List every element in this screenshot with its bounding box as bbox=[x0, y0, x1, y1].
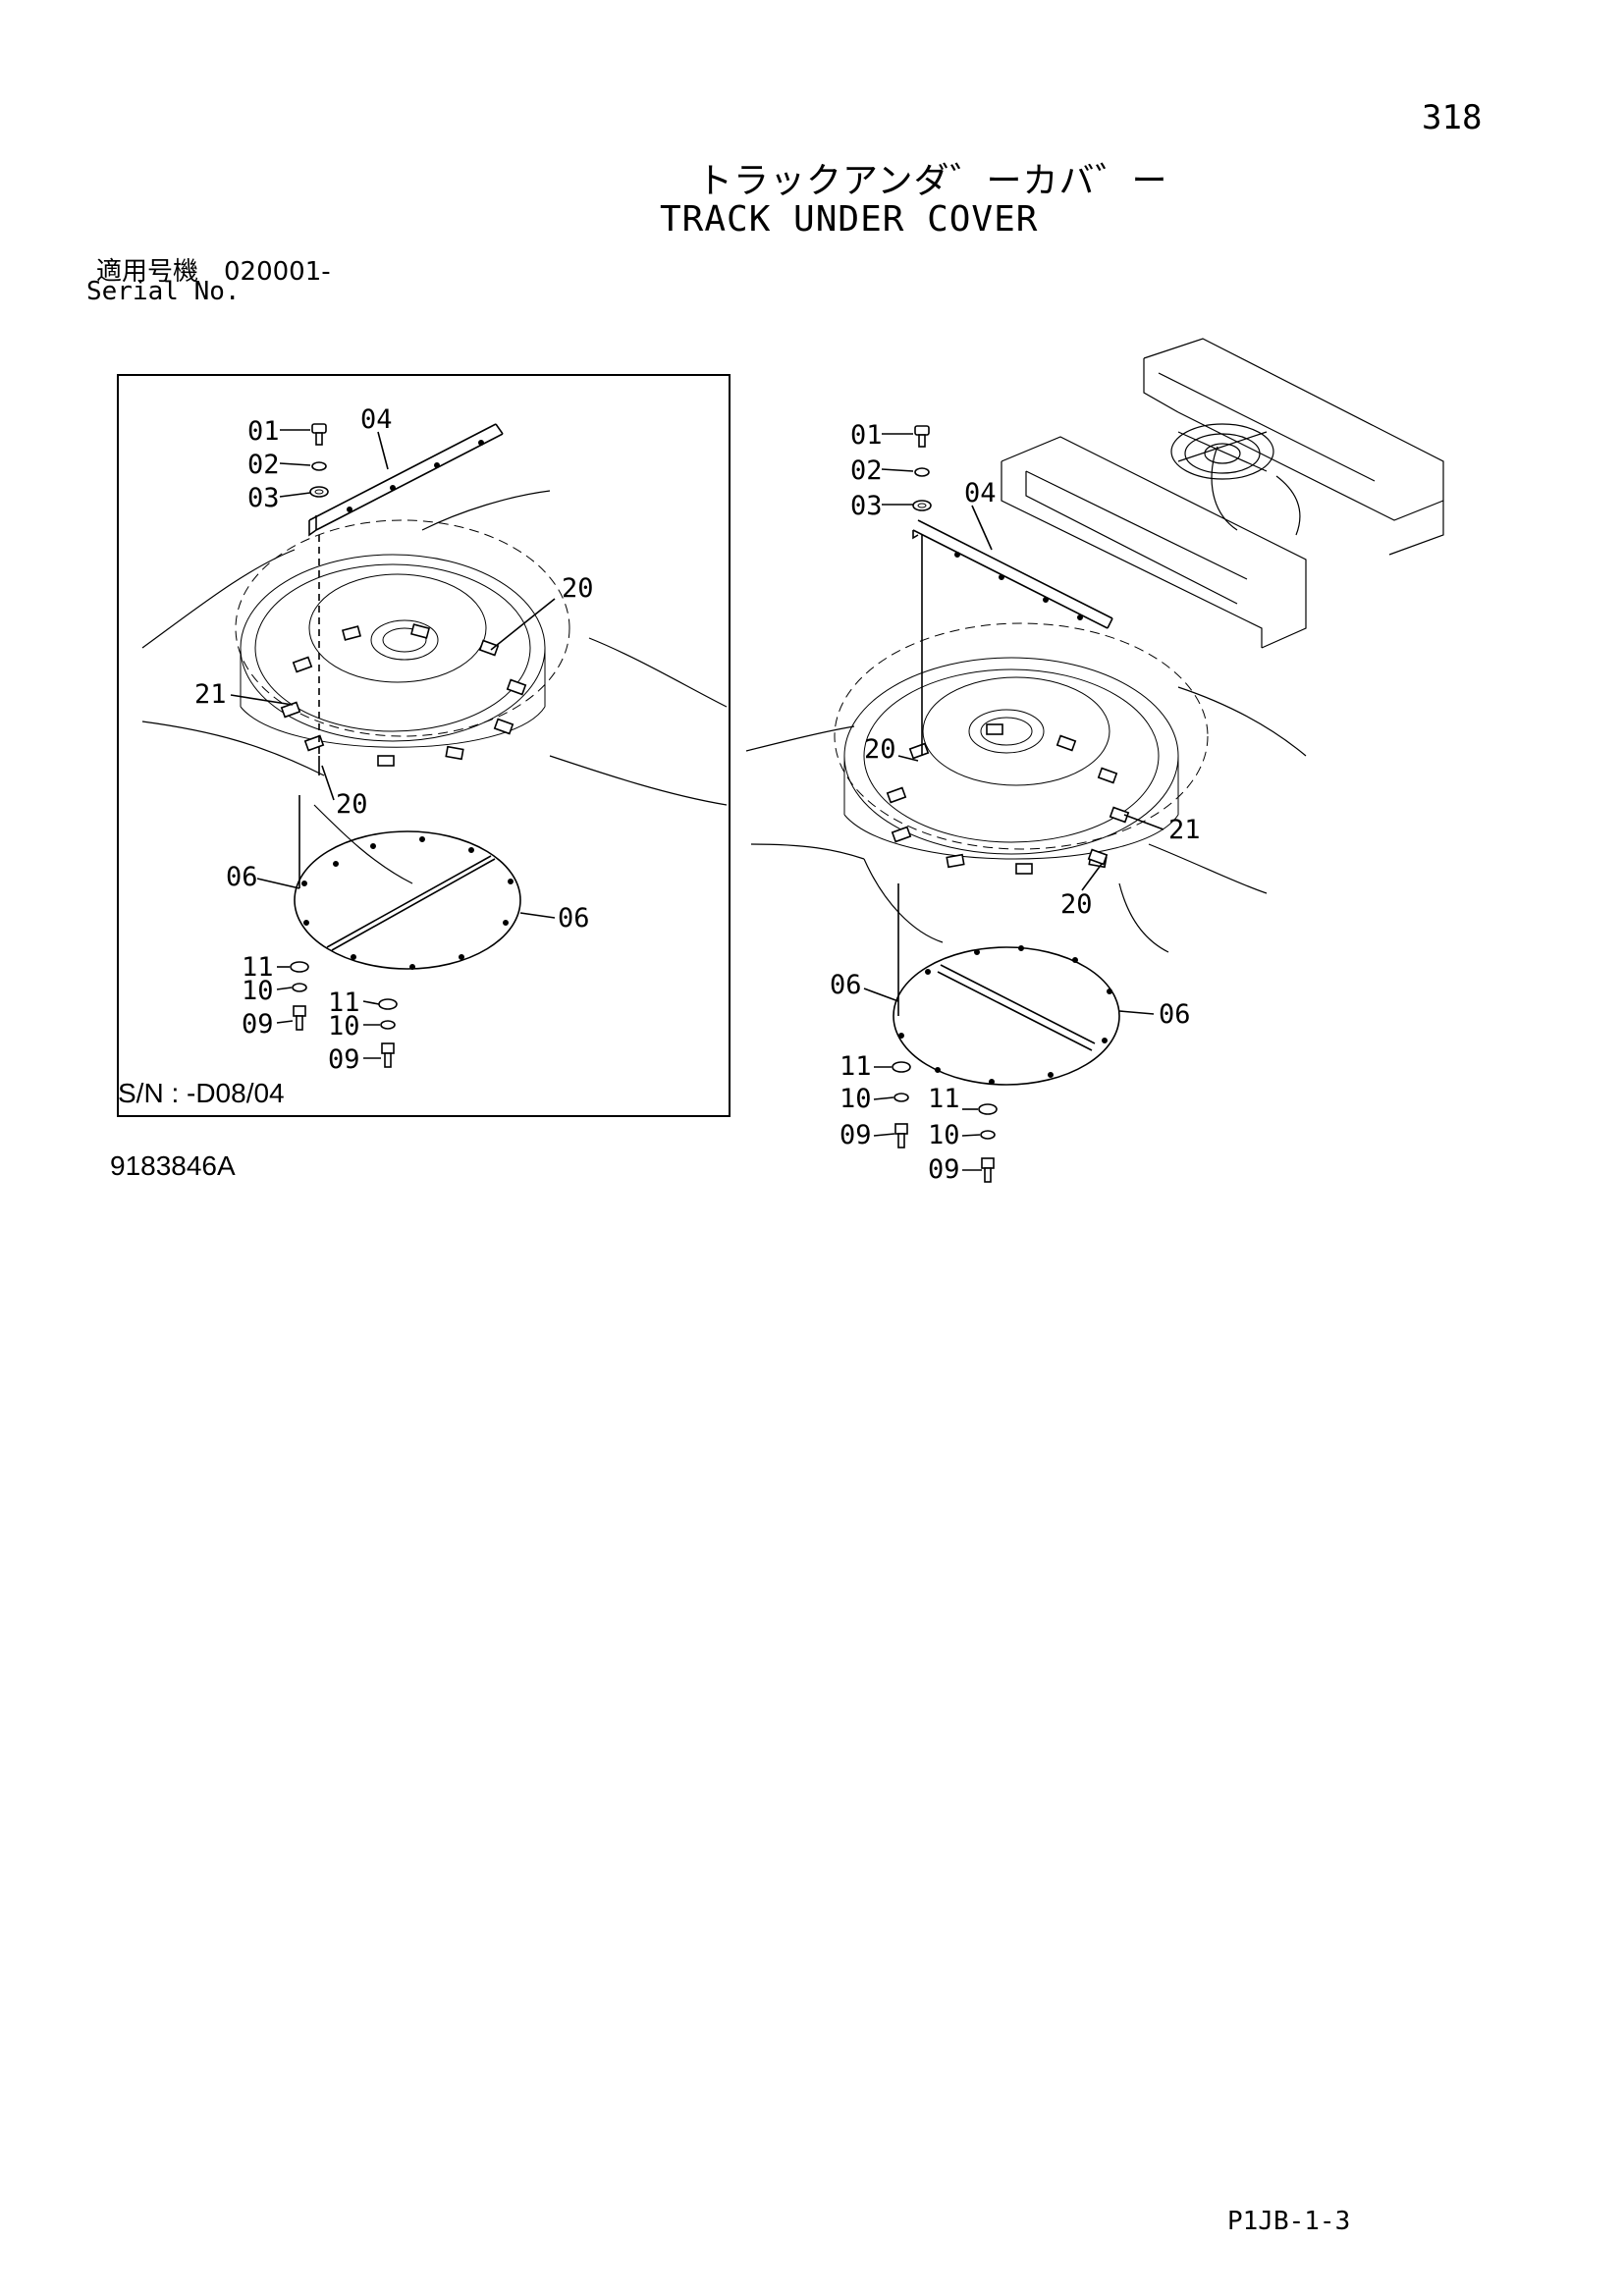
callout-20: 20 bbox=[1060, 889, 1093, 920]
serial-range-label: S/N : -D08/04 bbox=[118, 1078, 285, 1108]
drawing-number: 9183846A bbox=[110, 1150, 236, 1181]
bolt bbox=[311, 423, 327, 434]
callout-09: 09 bbox=[242, 1009, 274, 1040]
callout-04: 04 bbox=[964, 478, 997, 508]
spring-washer bbox=[311, 461, 327, 471]
right-exploded-view: 01 02 03 04 20 21 20 06 06 11 10 09 11 1… bbox=[745, 338, 1444, 1185]
callout-03: 03 bbox=[850, 491, 883, 521]
callout-06: 06 bbox=[226, 862, 258, 892]
swing-ring-inner bbox=[254, 563, 531, 732]
callout-10: 10 bbox=[328, 1011, 360, 1041]
left-diagram-frame bbox=[117, 374, 731, 1117]
bracket bbox=[308, 423, 497, 521]
under-cover-plate bbox=[294, 830, 521, 970]
callout-20: 20 bbox=[562, 573, 594, 604]
callout-02: 02 bbox=[850, 455, 883, 486]
callout-11: 11 bbox=[242, 952, 274, 983]
track-frame-upper bbox=[1143, 338, 1444, 556]
callout-20: 20 bbox=[864, 734, 896, 765]
serial-label-japanese: 適用号機 020001- bbox=[96, 257, 331, 287]
left-exploded-view: 01 02 03 04 20 21 20 06 06 11 10 09 11 1… bbox=[141, 404, 728, 1075]
callout-06: 06 bbox=[1159, 999, 1191, 1030]
page-number: 318 bbox=[1422, 98, 1483, 137]
callout-06: 06 bbox=[830, 970, 862, 1000]
callout-11: 11 bbox=[928, 1084, 960, 1114]
callout-01: 01 bbox=[247, 416, 280, 447]
callout-11: 11 bbox=[839, 1051, 872, 1082]
callout-04: 04 bbox=[360, 404, 393, 435]
callout-09: 09 bbox=[839, 1120, 872, 1150]
callout-11: 11 bbox=[328, 988, 360, 1018]
serial-label: Serial No. bbox=[86, 277, 241, 306]
track-frame-lower bbox=[1001, 436, 1307, 649]
callout-21: 21 bbox=[1168, 815, 1201, 845]
callout-09: 09 bbox=[328, 1044, 360, 1075]
callout-10: 10 bbox=[242, 976, 274, 1006]
callout-10: 10 bbox=[928, 1120, 960, 1150]
callout-10: 10 bbox=[839, 1084, 872, 1114]
callout-01: 01 bbox=[850, 420, 883, 451]
page-title: TRACK UNDER COVER bbox=[660, 199, 1039, 240]
callout-21: 21 bbox=[194, 679, 227, 710]
washer bbox=[309, 486, 329, 498]
callout-09: 09 bbox=[928, 1154, 960, 1185]
callout-03: 03 bbox=[247, 483, 280, 513]
page-code: P1JB-1-3 bbox=[1227, 2207, 1351, 2236]
callout-20: 20 bbox=[336, 789, 368, 820]
page-title-japanese: トラックアンダ゛ーカバ゛ー bbox=[697, 161, 1168, 201]
callout-06: 06 bbox=[558, 903, 590, 934]
callout-02: 02 bbox=[247, 450, 280, 480]
